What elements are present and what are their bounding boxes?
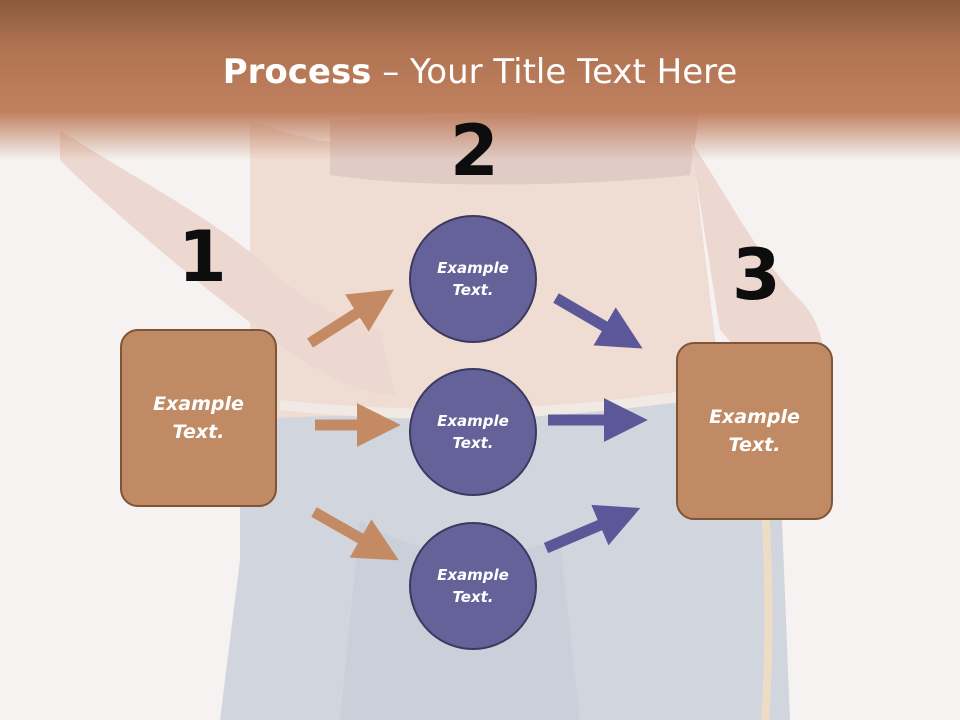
slide-title: Process – Your Title Text Here [0, 52, 960, 92]
step-number-1: 1 [178, 216, 227, 298]
step-1-box[interactable]: Example Text. [120, 329, 277, 507]
step-number-2: 2 [450, 110, 499, 192]
title-bold: Process [222, 52, 372, 92]
step-2-node-3-label: Example Text. [437, 565, 509, 607]
step-2-node-1-label: Example Text. [437, 258, 509, 300]
step-2-node-2[interactable]: Example Text. [409, 368, 537, 496]
step-3-box[interactable]: Example Text. [676, 342, 833, 520]
step-1-label: Example Text. [153, 392, 244, 444]
step-2-node-3[interactable]: Example Text. [409, 522, 537, 650]
title-rest: – Your Title Text Here [371, 52, 738, 92]
arrow-1-to-2a [307, 289, 394, 348]
step-2-node-1[interactable]: Example Text. [409, 215, 537, 343]
step-number-3: 3 [732, 234, 781, 316]
arrow-2a-to-3 [553, 293, 643, 349]
step-3-label: Example Text. [709, 405, 800, 457]
title-bar [0, 0, 960, 160]
arrow-2c-to-3 [543, 504, 641, 554]
step-2-node-2-label: Example Text. [437, 411, 509, 453]
arrow-1-to-2c [311, 507, 399, 561]
